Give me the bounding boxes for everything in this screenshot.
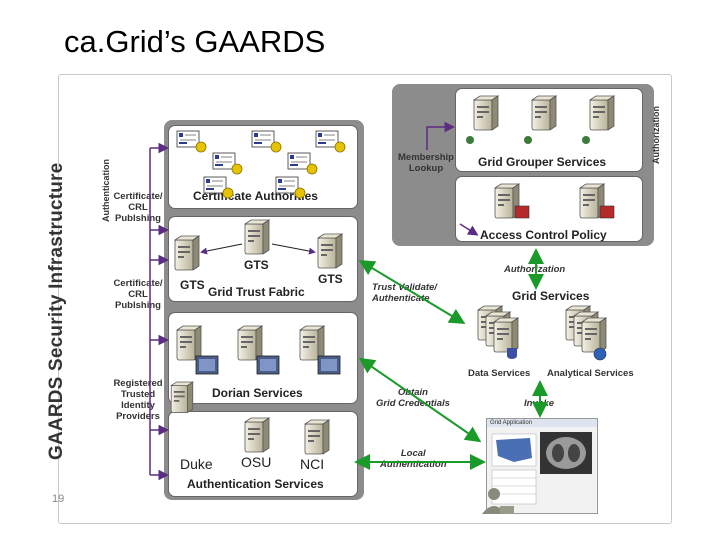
authorization-link-label: Authorization (504, 264, 566, 275)
trust-validate-label: Trust Validate/ Authenticate (372, 282, 437, 304)
diagram-frame (58, 74, 672, 524)
grid-trust-fabric-label: Grid Trust Fabric (208, 285, 305, 299)
membership-lookup-label: Membership Lookup (398, 152, 454, 174)
institution-osu: OSU (241, 454, 272, 470)
cert-authorities-label: Certificate Authorities (193, 189, 318, 203)
invoke-label: Invoke (524, 398, 555, 409)
institution-duke: Duke (180, 456, 213, 472)
grid-application-title: Grid Application (487, 419, 597, 427)
page-number: 19 (52, 493, 65, 505)
obtain-credentials-label: Obtain Grid Credentials (376, 387, 450, 409)
grid-application-window: Grid Application (486, 418, 598, 514)
gts-left-label: GTS (180, 278, 205, 292)
auth-services-label: Authentication Services (187, 477, 324, 491)
grid-services-label: Grid Services (512, 289, 590, 303)
side-label-cert-crl-2: Certificate/ CRL Publshing (113, 278, 163, 311)
gts-center-label: GTS (244, 258, 269, 272)
institution-nci: NCI (300, 456, 325, 472)
side-label-cert-crl-1: Certificate/ CRL Publshing (113, 191, 163, 224)
local-auth-label: Local Authentication (380, 448, 447, 470)
slide-title: ca.Grid’s GAARDS (64, 24, 326, 59)
gts-right-label: GTS (318, 272, 343, 286)
analytical-services-label: Analytical Services (547, 368, 634, 379)
dorian-services-label: Dorian Services (212, 386, 303, 400)
side-label-registered-idps: Registered Trusted Identity Providers (113, 378, 163, 422)
data-services-label: Data Services (468, 368, 531, 379)
vertical-title: GAARDS Security Infrastructure (46, 162, 67, 460)
authorization-side-label: Authorization (651, 106, 661, 164)
grid-grouper-label: Grid Grouper Services (478, 155, 607, 169)
access-control-label: Access Control Policy (480, 228, 607, 242)
